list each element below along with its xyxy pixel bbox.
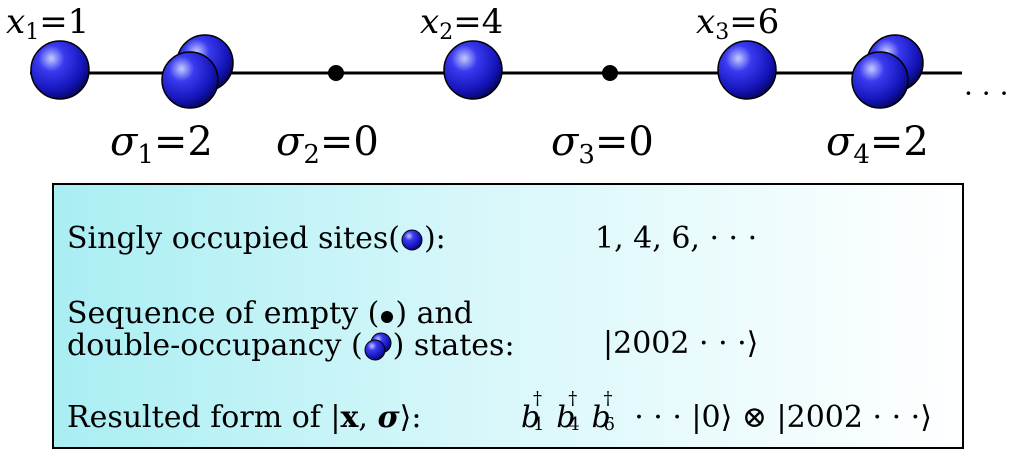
resulted-form-row: Resulted form of |x, σ⟩: <box>67 400 422 435</box>
empty-site-dot <box>328 65 344 81</box>
x2-label: x2=4 <box>420 2 504 45</box>
sigma2-label: σ2=0 <box>276 119 379 170</box>
double-occupied-ball-front <box>161 51 219 109</box>
sigma1-label: σ1=2 <box>110 119 213 170</box>
sequence-row-line2: double-occupancy () states: <box>67 328 515 363</box>
single-occupied-ball <box>717 40 777 100</box>
x1-label: x1=1 <box>6 2 90 45</box>
x3-label: x3=6 <box>696 2 780 45</box>
double-occupied-ball-front <box>851 51 909 109</box>
creation-operator: b†4 <box>556 388 580 435</box>
sigma3-label: σ3=0 <box>551 119 654 170</box>
sequence-value: |2002 · · ·⟩ <box>603 326 759 361</box>
sigma4-label: σ4=2 <box>826 119 929 170</box>
info-box: Singly occupied sites(): 1, 4, 6, · · · … <box>52 183 964 449</box>
singly-occupied-value: 1, 4, 6, · · · <box>595 221 758 256</box>
empty-dot-icon <box>381 311 394 323</box>
empty-site-dot <box>602 65 618 81</box>
single-occupied-ball <box>30 40 90 100</box>
chain-ellipsis: · · · <box>964 77 1009 110</box>
single-ball-icon <box>401 229 423 251</box>
double-ball-icon <box>364 332 392 361</box>
singly-occupied-row: Singly occupied sites(): <box>67 221 446 256</box>
sequence-row-line1: Sequence of empty () and <box>67 296 474 331</box>
creation-operator: b†6 <box>591 388 615 435</box>
singly-occupied-label: Singly occupied sites( <box>67 221 400 256</box>
creation-operator: b†1 <box>521 388 545 435</box>
single-occupied-ball <box>443 40 503 100</box>
